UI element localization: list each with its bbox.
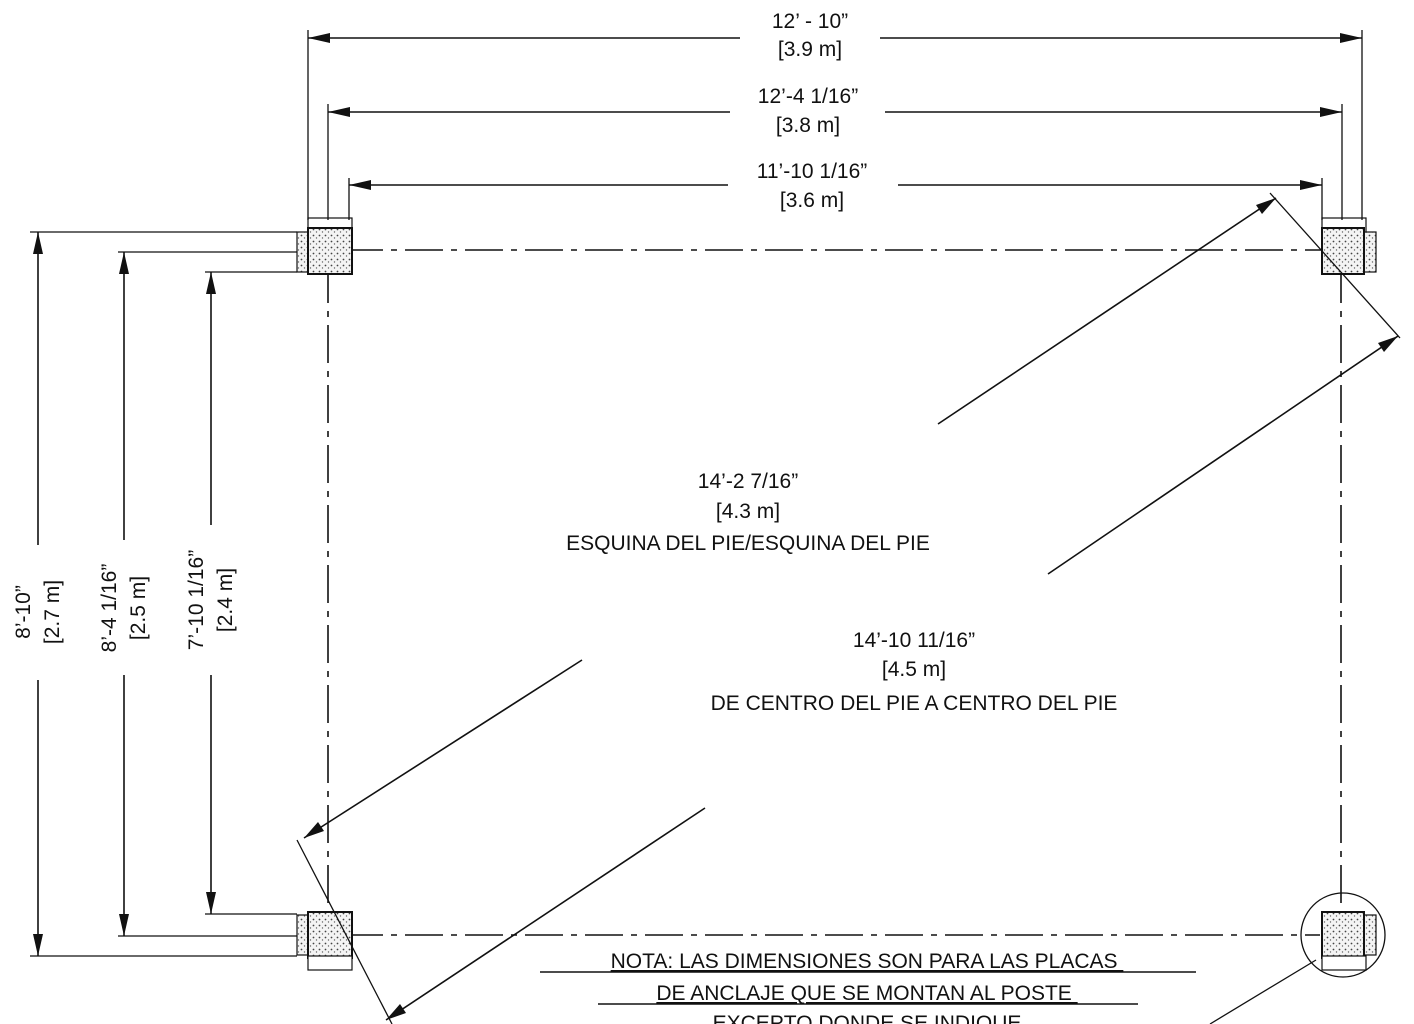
dimension-left-middle-text: 8’-4 1/16” [2.5 m] [98,564,150,653]
post-anchor-bottom-right [1300,892,1386,978]
dimension-diagonal-corner [296,192,1401,1024]
dimension-diagonal-center-imperial: 14’-10 11/16” [853,629,975,652]
dimension-top-outer [307,30,1363,220]
dimension-left-middle [118,251,297,937]
dimension-left-outer-metric: [2.7 m] [41,580,64,644]
note-line-2: DE ANCLAJE QUE SE MONTAN AL POSTE [656,982,1077,1005]
dimension-left-outer-imperial: 8’-10” [12,585,35,639]
dimension-left-inner-text: 7’-10 1/16” [2.4 m] [185,550,237,650]
dimension-top-inner-imperial: 11’-10 1/16” [757,160,868,183]
dimension-diagonal-center-label: DE CENTRO DEL PIE A CENTRO DEL PIE [711,692,1118,715]
dimension-top-inner-metric: [3.6 m] [780,189,844,212]
dimension-diagonal-center-metric: [4.5 m] [882,658,946,681]
dimension-diagonal-corner-text: 14’-2 7/16” [4.3 m] ESQUINA DEL PIE/ESQU… [566,470,930,555]
dimension-top-outer-text: 12’ - 10” [3.9 m] [745,6,875,66]
dimension-top-middle-metric: [3.8 m] [776,114,840,137]
dimension-left-inner [205,271,297,915]
dimension-diagonal-corner-label: ESQUINA DEL PIE/ESQUINA DEL PIE [566,532,930,555]
dimension-top-outer-metric: [3.9 m] [778,38,842,61]
dimension-diagonal-corner-metric: [4.3 m] [716,500,780,523]
center-lines [327,249,1345,936]
dimension-left-middle-imperial: 8’-4 1/16” [98,564,121,653]
dimension-top-middle-text: 12’-4 1/16” [3.8 m] [735,80,880,142]
post-anchor-top-left [296,217,353,275]
dimension-diagonal-center [385,335,1399,1024]
post-anchor-bottom-left [296,911,353,971]
post-anchor-top-right [1321,217,1377,275]
dimension-top-inner [348,178,1323,220]
dimension-left-outer-text: 8’-10” [2.7 m] [12,580,64,644]
dimension-left-inner-imperial: 7’-10 1/16” [185,550,208,650]
dimension-diagonal-corner-imperial: 14’-2 7/16” [698,470,798,493]
note: NOTA: LAS DIMENSIONES SON PARA LAS PLACA… [530,942,1206,1024]
dimension-diagonal-center-text: 14’-10 11/16” [4.5 m] DE CENTRO DEL PIE … [711,629,1118,715]
dimension-top-middle-imperial: 12’-4 1/16” [758,85,858,108]
dimension-left-outer [30,231,297,957]
note-line-1: NOTA: LAS DIMENSIONES SON PARA LAS PLACA… [611,950,1124,973]
dimension-top-middle [327,104,1343,220]
dimension-left-inner-metric: [2.4 m] [214,568,237,632]
dimension-top-outer-imperial: 12’ - 10” [772,10,848,33]
dimension-left-middle-metric: [2.5 m] [127,576,150,640]
note-line-3: EXCEPTO DONDE SE INDIQUE [713,1012,1022,1024]
dimension-top-inner-text: 11’-10 1/16” [3.6 m] [732,155,894,217]
